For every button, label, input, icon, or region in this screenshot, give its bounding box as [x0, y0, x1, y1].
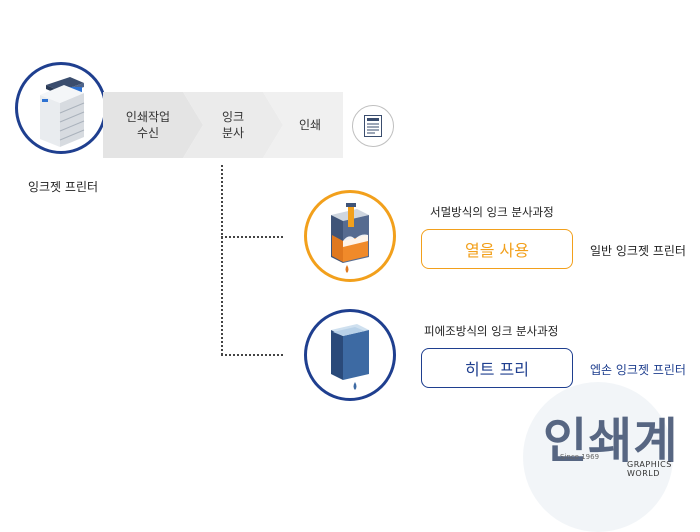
- flow-step-label: 인쇄: [298, 118, 322, 132]
- printer-icon: [15, 62, 107, 154]
- thermal-method-box: 열을 사용: [421, 229, 573, 269]
- connector-thermal: [221, 236, 283, 238]
- watermark-brand: GRAPHICS WORLD: [627, 460, 672, 478]
- flow-step-label: 인쇄작업 수신: [125, 110, 171, 140]
- piezo-method-box: 히트 프리: [421, 348, 573, 388]
- thermal-side-label: 일반 잉크젯 프린터: [590, 244, 686, 258]
- connector-piezo: [221, 354, 283, 356]
- flow-step-label: 잉크 분사: [221, 110, 245, 140]
- piezo-title: 피에조방식의 잉크 분사과정: [424, 324, 559, 338]
- connector-vertical: [221, 165, 223, 355]
- document-icon: [352, 105, 394, 147]
- piezo-ink-tank-icon: [304, 309, 396, 401]
- piezo-side-label: 엡손 잉크젯 프린터: [590, 363, 686, 377]
- thermal-title: 서멀방식의 잉크 분사과정: [430, 205, 554, 219]
- thermal-ink-tank-icon: [304, 190, 396, 282]
- flow-step-receive: 인쇄작업 수신: [103, 92, 203, 158]
- thermal-method-label: 열을 사용: [465, 241, 529, 260]
- watermark-since: Since 1969: [560, 453, 600, 461]
- piezo-method-label: 히트 프리: [465, 360, 529, 379]
- watermark-logo: 인쇄계: [543, 413, 679, 469]
- printer-label: 잉크젯 프린터: [27, 180, 99, 194]
